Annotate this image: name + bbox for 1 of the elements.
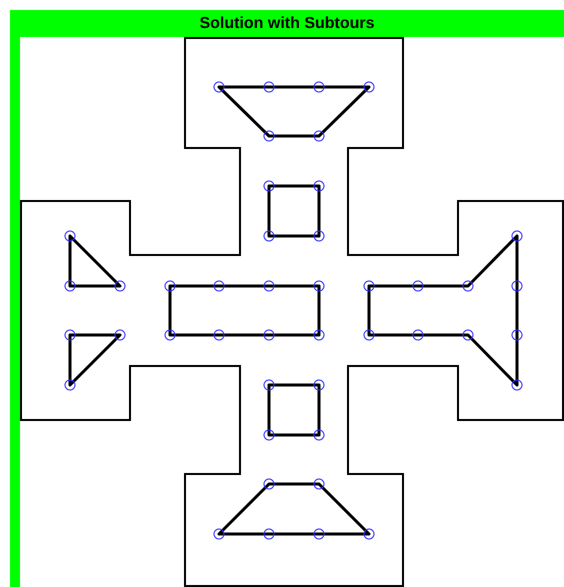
title: Solution with Subtours (199, 14, 375, 32)
